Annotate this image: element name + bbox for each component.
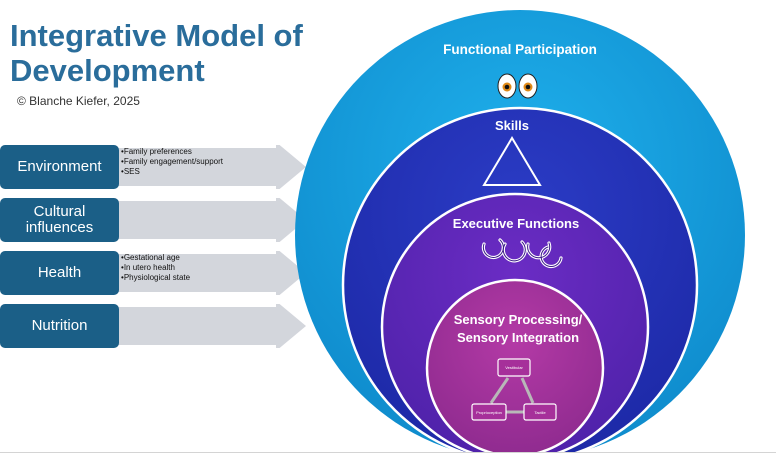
triangle-icon [482,136,542,186]
title-line-1: Integrative Model of [10,18,303,53]
factor-bullets-health: Gestational age In utero health Physiolo… [121,253,286,283]
factor-row-cultural: Cultural influences [0,198,310,242]
label-executive-functions: Executive Functions [453,216,579,231]
factor-box-cultural: Cultural influences [0,198,119,242]
vestibular-label: Vestibular [505,365,523,370]
page-title: Integrative Model of Development [10,18,303,88]
bullet-item: Family preferences [121,147,286,157]
title-line-2: Development [10,53,205,88]
copyright-notice: © Blanche Kiefer, 2025 [17,94,140,108]
bullet-item: Gestational age [121,253,286,263]
label-sensory-integration: Sensory Integration [457,330,579,345]
googly-eyes-icon [497,73,538,99]
vestibular-box [497,358,531,377]
factor-box-environment: Environment [0,145,119,189]
proprioception-box [471,403,507,421]
arrow-icon [112,198,306,242]
bullet-item: Physiological state [121,273,286,283]
tactile-box [523,403,557,421]
bullet-item: In utero health [121,263,286,273]
bottom-divider [0,452,776,453]
label-functional-participation: Functional Participation [443,42,597,57]
factor-row-environment: Environment Family preferences Family en… [0,145,310,189]
cycle-arrows-outline [482,239,562,267]
factor-box-nutrition: Nutrition [0,304,119,348]
label-sensory-processing: Sensory Processing/ [454,312,583,327]
label-skills: Skills [495,118,529,133]
arrow-icon [112,304,306,348]
factor-bullets-environment: Family preferences Family engagement/sup… [121,147,286,177]
sensory-systems-diagram: Vestibular Proprioception Tactile [471,358,557,421]
proprioception-label: Proprioception [476,410,502,415]
tactile-label: Tactile [534,410,546,415]
factor-row-nutrition: Nutrition [0,304,310,348]
factor-row-health: Health Gestational age In utero health P… [0,251,310,295]
factor-box-health: Health [0,251,119,295]
bullet-item: SES [121,167,286,177]
bullet-item: Family engagement/support [121,157,286,167]
